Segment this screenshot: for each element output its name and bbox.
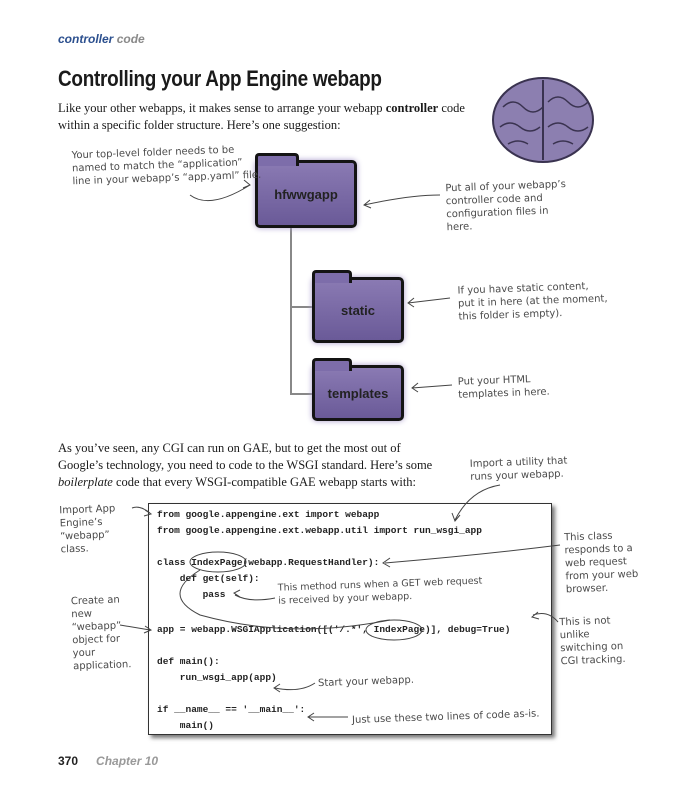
folder-label: static <box>341 302 375 318</box>
folder-label: hfwwgapp <box>274 186 338 202</box>
section-name: controller <box>58 32 114 46</box>
folder-label: templates <box>327 385 389 401</box>
folder-static: static <box>312 270 404 343</box>
para2-text-end: code that every WSGI-compatible GAE weba… <box>112 475 417 489</box>
code-line: pass <box>157 589 226 600</box>
code-line: class IndexPage(webapp.RequestHandler): <box>157 557 380 568</box>
code-line: from google.appengine.ext.webapp.util im… <box>157 525 482 536</box>
code-line: def main(): <box>157 656 220 667</box>
folder-templates: templates <box>312 358 404 421</box>
brain-illustration <box>492 77 594 163</box>
tree-line <box>290 228 292 394</box>
intro-text-end: code within a specific folder structure.… <box>58 101 465 132</box>
boilerplate-paragraph: As you’ve seen, any CGI can run on GAE, … <box>58 440 448 491</box>
page-footer: 370 Chapter 10 <box>58 754 158 768</box>
page-title: Controlling your App Engine webapp <box>58 66 382 91</box>
section-suffix: code <box>116 32 145 46</box>
section-header: controller code <box>58 32 145 46</box>
para2-italic: boilerplate <box>58 475 113 489</box>
intro-text: Like your other webapps, it makes sense … <box>58 101 386 115</box>
code-line: run_wsgi_app(app) <box>157 672 277 683</box>
tree-branch <box>290 393 312 395</box>
intro-paragraph: Like your other webapps, it makes sense … <box>58 100 478 134</box>
intro-bold: controller <box>385 101 439 115</box>
code-line: main() <box>157 720 215 731</box>
code-line: from google.appengine.ext import webapp <box>157 509 380 520</box>
code-line: if __name__ == '__main__': <box>157 704 306 715</box>
folder-hfwwgapp: hfwwgapp <box>255 153 357 228</box>
tree-branch <box>290 306 312 308</box>
para2-text: As you’ve seen, any CGI can run on GAE, … <box>58 441 433 472</box>
page-number: 370 <box>58 754 79 768</box>
code-line: app = webapp.WSGIApplication([('/.*', In… <box>157 624 511 635</box>
chapter-label: Chapter 10 <box>96 754 159 768</box>
